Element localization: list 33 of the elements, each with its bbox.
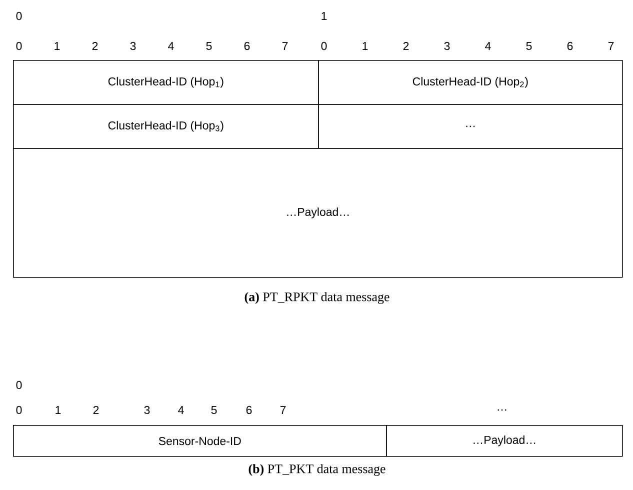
bit-number: 5 bbox=[211, 406, 217, 414]
figure-caption: (b) PT_PKT data message bbox=[248, 464, 386, 476]
bit-number: 0 bbox=[321, 42, 327, 50]
bit-number: 3 bbox=[144, 406, 150, 414]
bit-number: 4 bbox=[485, 42, 491, 50]
bit-number: 0 bbox=[16, 380, 22, 390]
field-cell: ClusterHead-ID (Hop$_{2}$) bbox=[318, 60, 623, 105]
field-cell: ClusterHead-ID (Hop$_{3}$) bbox=[13, 104, 319, 149]
field-cell: … bbox=[318, 104, 623, 149]
bit-number: 5 bbox=[206, 42, 212, 50]
figure-caption: (a) PT_RPKT data message bbox=[244, 292, 390, 304]
bit-number: 2 bbox=[93, 406, 99, 414]
bit-number: 0 bbox=[16, 406, 22, 414]
bit-number: 3 bbox=[444, 42, 450, 50]
field-cell: ClusterHead-ID (Hop$_{1}$) bbox=[13, 60, 319, 105]
bit-number: 2 bbox=[92, 42, 98, 50]
bit-number: 1 bbox=[322, 12, 327, 20]
bit-number: 1 bbox=[54, 42, 60, 50]
bit-number: … bbox=[498, 409, 506, 411]
bit-number: 6 bbox=[246, 406, 252, 414]
bit-number: 1 bbox=[362, 42, 368, 50]
bit-number: 1 bbox=[56, 406, 61, 414]
bit-number: 0 bbox=[16, 12, 22, 20]
field-cell: …Payload… bbox=[386, 425, 623, 457]
bit-number: 4 bbox=[168, 42, 174, 50]
bit-number: 7 bbox=[280, 406, 286, 414]
field-cell: …Payload… bbox=[13, 148, 623, 278]
field-cell: Sensor-Node-ID bbox=[13, 425, 387, 457]
bit-number: 2 bbox=[403, 42, 409, 50]
bit-number: 7 bbox=[282, 42, 288, 50]
bit-number: 4 bbox=[178, 406, 184, 414]
bit-number: 5 bbox=[526, 42, 532, 50]
bit-number: 7 bbox=[608, 42, 614, 50]
